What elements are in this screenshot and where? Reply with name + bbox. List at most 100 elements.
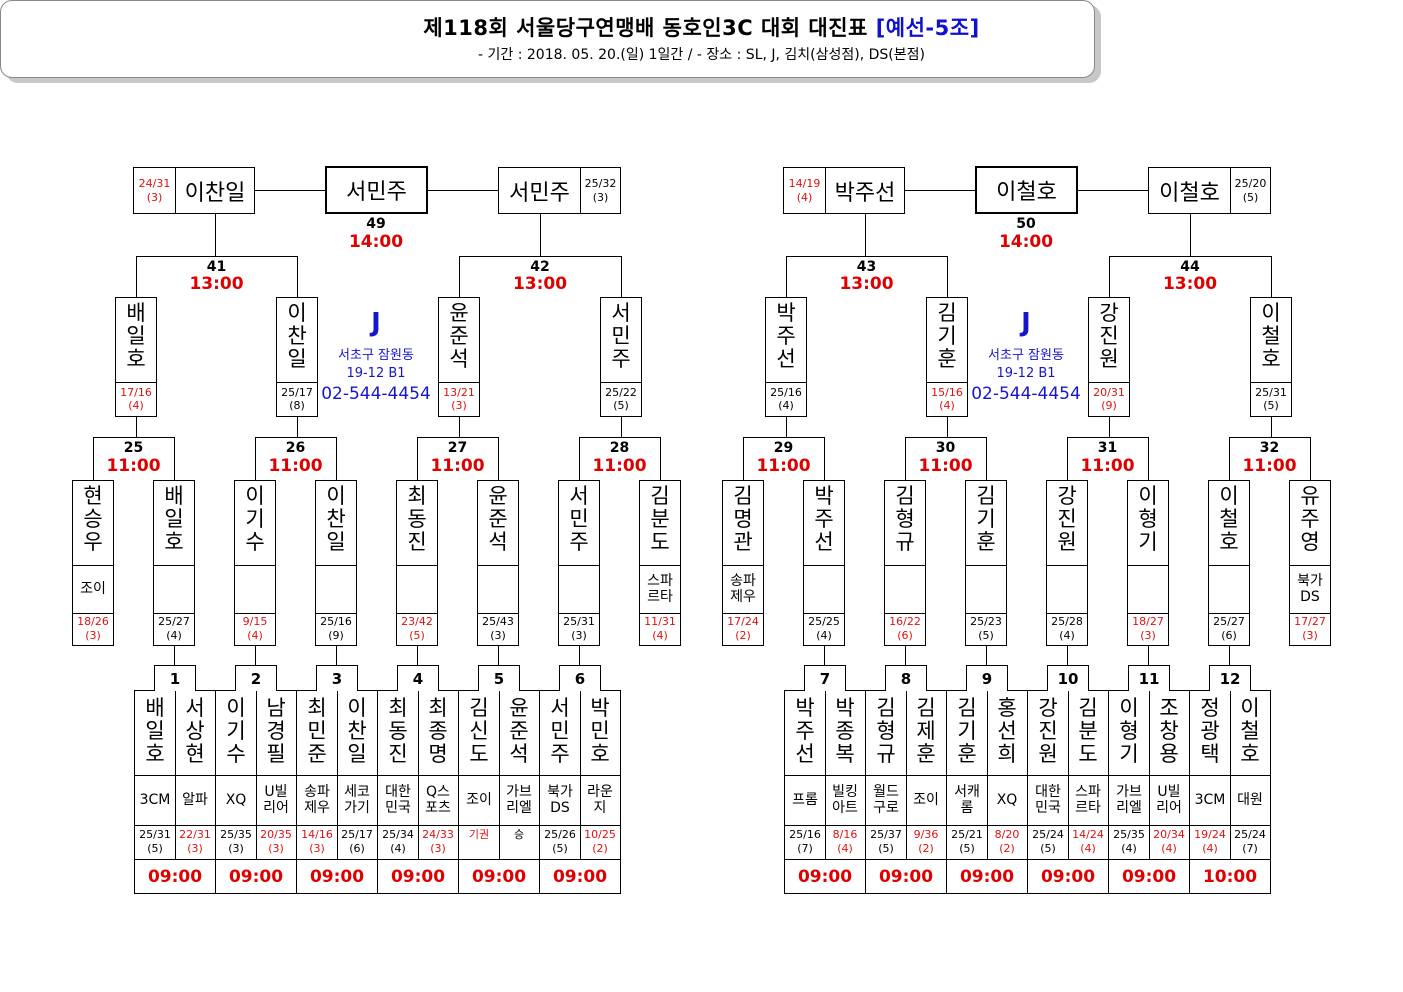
- score: 24/33: [422, 828, 454, 841]
- bracket-line: [459, 256, 460, 297]
- match-number: 6: [559, 665, 601, 691]
- cell-divider: [116, 382, 156, 383]
- cell-divider: [1290, 565, 1330, 566]
- bracket-line: [459, 256, 621, 257]
- cell-divider: [723, 613, 763, 614]
- bracket-line: [136, 417, 137, 437]
- innings: (6): [349, 842, 365, 855]
- cell-divider: [1190, 859, 1270, 860]
- match-time: 09:00: [552, 867, 608, 887]
- cell-divider: [1109, 825, 1189, 826]
- cell-divider: [640, 565, 680, 566]
- club-name: 월드 구로: [873, 784, 899, 816]
- cell-divider: [1128, 565, 1168, 566]
- bracket-line: [905, 437, 986, 438]
- match-time: 11:00: [1080, 456, 1135, 476]
- score: 18/27: [1132, 615, 1164, 628]
- bracket-line: [174, 437, 175, 480]
- club-name: 북가 DS: [1297, 573, 1323, 605]
- score: 25/27: [1213, 615, 1245, 628]
- score: 25/26: [544, 828, 576, 841]
- score: 25/37: [870, 828, 902, 841]
- innings: (6): [897, 629, 913, 642]
- score: 14/24: [1072, 828, 1104, 841]
- final-player: 이찬일: [175, 167, 255, 214]
- bracket-line: [428, 190, 498, 191]
- club-name: 조이: [913, 792, 939, 808]
- innings: (6): [1221, 629, 1237, 642]
- cell-divider: [297, 859, 377, 860]
- club-name: [559, 565, 599, 613]
- innings: (4): [1059, 629, 1075, 642]
- bracket-line: [621, 417, 622, 437]
- club-name: [1209, 565, 1249, 613]
- match-number: 32: [1259, 440, 1280, 456]
- innings: (3): [268, 842, 284, 855]
- cell-divider: [478, 613, 518, 614]
- match-number: 29: [773, 440, 794, 456]
- bracket-line: [986, 437, 987, 480]
- score: 25/16: [770, 386, 802, 399]
- match-time: 14:00: [998, 232, 1054, 252]
- score: 22/31: [179, 828, 211, 841]
- bracket-line: [824, 646, 825, 665]
- cell-divider: [559, 565, 599, 566]
- bracket-line: [417, 646, 418, 665]
- innings: (4): [778, 399, 794, 412]
- cell-divider: [1209, 565, 1249, 566]
- bracket-line: [1229, 646, 1230, 665]
- bracket-line: [786, 256, 787, 297]
- club-name: [235, 565, 275, 613]
- venue-code: J: [1021, 308, 1031, 338]
- bracket-line: [579, 437, 660, 438]
- club-name: 송파 제우: [730, 573, 756, 605]
- bracket-line: [255, 646, 256, 665]
- final-player: 박주선: [825, 167, 905, 214]
- bracket-line: [417, 437, 498, 438]
- club-name: 스파 르타: [647, 573, 673, 605]
- match-number: 50: [1016, 216, 1036, 232]
- bracket-line: [1229, 437, 1230, 480]
- cell-divider: [1028, 825, 1108, 826]
- club-name: 조이: [80, 581, 106, 597]
- match-time: 09:00: [1040, 867, 1096, 887]
- cell-divider: [397, 613, 437, 614]
- score: 25/24: [1234, 828, 1266, 841]
- bracket-line: [336, 646, 337, 665]
- score: 25/22: [605, 386, 637, 399]
- bracket-line: [1148, 437, 1149, 480]
- club-name: [154, 565, 194, 613]
- score: 25/32: [584, 177, 617, 190]
- match-time: 09:00: [797, 867, 853, 887]
- cell-divider: [1089, 382, 1129, 383]
- innings: (4): [837, 842, 853, 855]
- innings: (3): [187, 842, 203, 855]
- cell-divider: [1190, 825, 1270, 826]
- match-number: 49: [366, 216, 386, 232]
